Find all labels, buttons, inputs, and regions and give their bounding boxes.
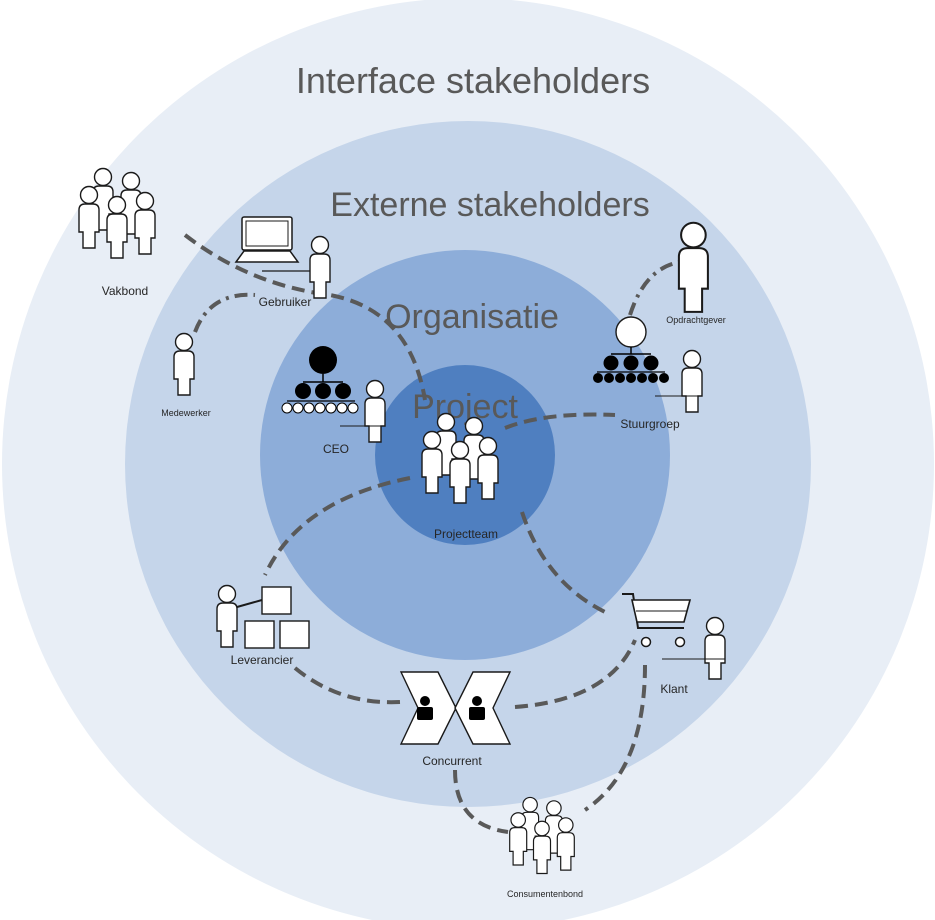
connector-project-stuurgroep	[504, 412, 616, 430]
stuurgroep-orgchart-icon	[593, 316, 669, 383]
connector-leverancier-concurrent	[293, 666, 401, 705]
ring-title-project: Project	[412, 388, 518, 426]
label-gebruiker: Gebruiker	[259, 295, 312, 309]
connector-project-leverancier	[263, 476, 411, 576]
connector-project-klant	[520, 511, 606, 614]
connector-klant-consumentenbond	[583, 664, 647, 812]
label-consumentenbond: Consumentenbond	[507, 889, 583, 899]
label-stuurgroep: Stuurgroep	[620, 417, 680, 431]
ring-title-externe: Externe stakeholders	[330, 186, 649, 224]
laptop-user-icon	[234, 216, 331, 299]
label-vakbond: Vakbond	[102, 284, 148, 298]
label-medewerker: Medewerker	[161, 408, 211, 418]
label-ceo: CEO	[323, 442, 349, 456]
ring-title-interface: Interface stakeholders	[296, 60, 650, 101]
label-projectteam: Projectteam	[434, 527, 498, 541]
label-opdrachtgever: Opdrachtgever	[666, 315, 726, 325]
connector-vakbond-project	[183, 233, 427, 401]
leverancier-icon	[216, 584, 310, 649]
label-leverancier: Leverancier	[231, 653, 294, 667]
connector-concurrent-klant	[514, 639, 637, 709]
shopping-cart-icon	[622, 593, 692, 648]
connector-opdrachtgever-stuurgroep	[628, 260, 681, 316]
connector-medewerker-gebruiker	[193, 292, 256, 333]
ring-title-organisatie: Organisatie	[385, 298, 559, 336]
label-concurrent: Concurrent	[422, 754, 482, 768]
connector-concurrent-consumentenbond	[453, 769, 509, 834]
label-klant: Klant	[660, 682, 688, 696]
concurrent-icon	[399, 671, 512, 745]
